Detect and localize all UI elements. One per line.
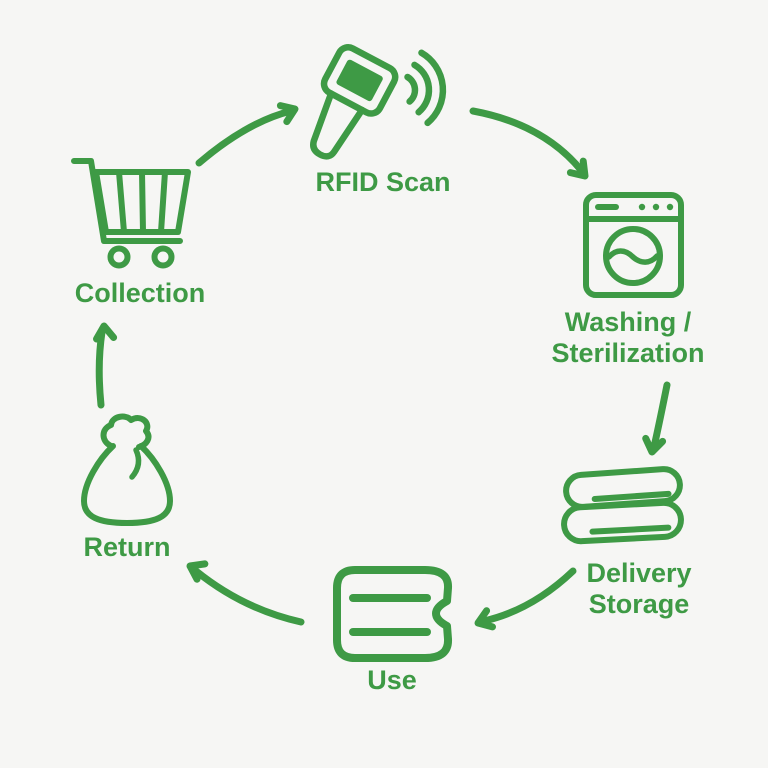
step-label-line: Return (83, 532, 171, 562)
step-label-use: Use (367, 665, 417, 696)
step-label-return: Return (84, 532, 171, 563)
washing-machine-icon (583, 192, 684, 298)
step-label-collection: Collection (75, 278, 206, 309)
step-label-line: Storage (588, 589, 690, 619)
arrow-use-to-return (186, 560, 305, 626)
step-label-washing-sterilization: Washing / Sterilization (551, 307, 704, 369)
step-label-line: Use (367, 665, 417, 695)
step-label-line: Washing / (564, 307, 692, 337)
arrow-collection-to-rfid (195, 102, 299, 167)
arrow-washing-to-delivery (642, 381, 671, 456)
arrow-delivery-to-use (474, 567, 577, 631)
folded-towel-icon (333, 566, 452, 662)
shopping-cart-icon (71, 158, 191, 269)
signal-waves-icon (404, 49, 447, 127)
step-label-delivery-storage: Delivery Storage (586, 558, 691, 620)
step-label-line: RFID Scan (315, 167, 451, 197)
arrow-return-to-collection (93, 322, 118, 409)
step-label-line: Delivery (586, 558, 692, 588)
rfid-scanner-icon (310, 44, 447, 160)
arrow-rfid-to-washing (469, 107, 589, 180)
folded-linens-icon (561, 466, 684, 545)
step-label-line: Collection (74, 278, 206, 308)
laundry-bag-icon (81, 413, 173, 526)
step-label-line: Sterilization (551, 338, 705, 368)
step-label-rfid-scan: RFID Scan (315, 167, 450, 198)
